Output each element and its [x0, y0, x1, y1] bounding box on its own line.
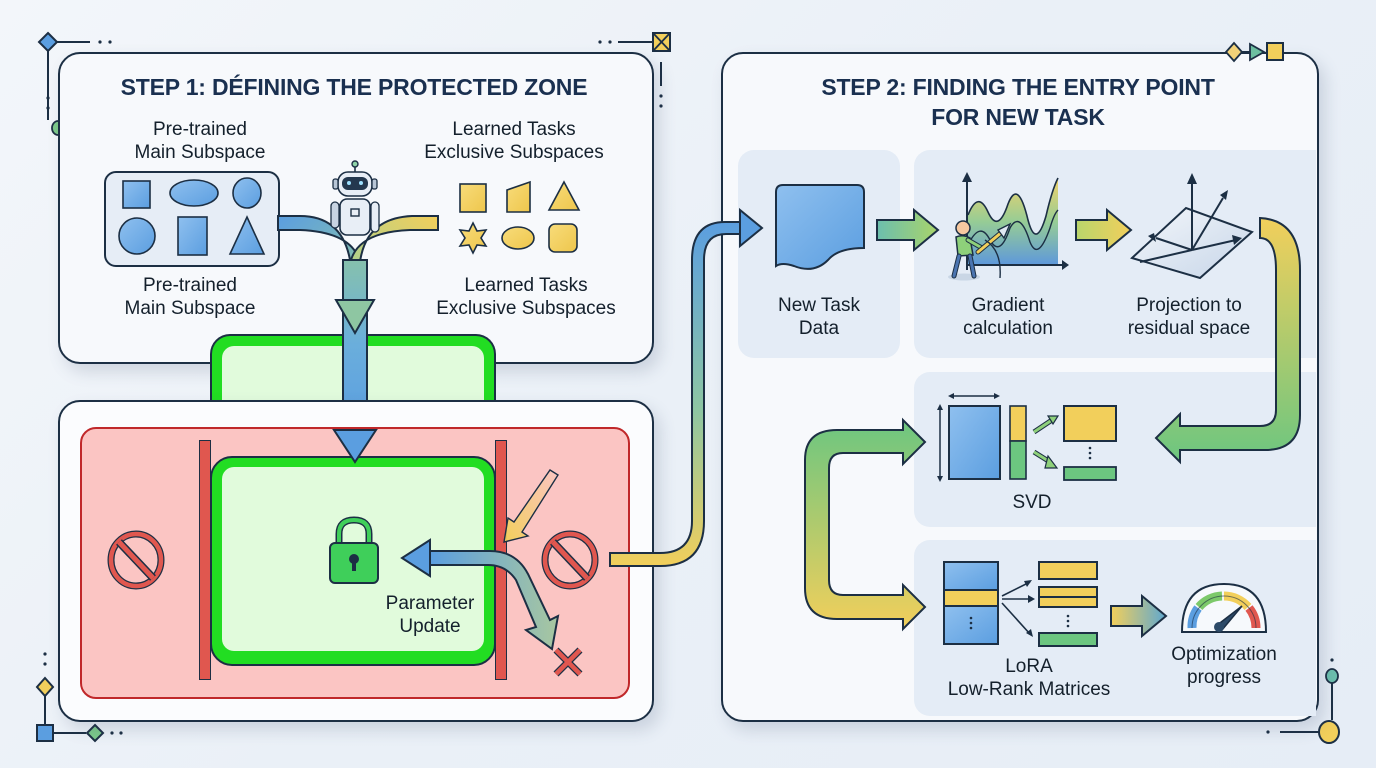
square-shape: [177, 216, 208, 256]
arrow-svd-lora-loop: [804, 417, 927, 632]
arrow-to-optimization: [1110, 593, 1168, 639]
lora-matrix-icon: [943, 561, 1098, 647]
projection-plane-icon: [1130, 173, 1254, 280]
pretrained-label-top: Pre-trained Main Subspace: [134, 119, 266, 163]
ellipse-shape: [501, 226, 535, 250]
trapezoid-shape: [506, 180, 531, 213]
square-shape: [122, 180, 151, 209]
rejected-x-icon: [553, 647, 583, 677]
step1-title: STEP 1: DÉFINING THE PROTECTED ZONE: [120, 74, 588, 100]
gradient-chart-icon: [948, 172, 1069, 281]
corner-decoration-bottom-right: [1266, 658, 1340, 744]
pretrained-label-bottom: Pre-trained Main Subspace: [124, 275, 256, 319]
parameter-update-arrow: [400, 469, 583, 677]
parameter-update-label: Parameter Update: [385, 593, 475, 637]
circle-shape: [232, 177, 262, 209]
square-shape: [459, 183, 487, 213]
new-task-data-label: New Task Data: [777, 295, 860, 339]
arrow-to-projection: [1075, 207, 1133, 253]
triangle-shape: [228, 215, 266, 255]
star-shape: [458, 221, 488, 255]
projection-label: Projection to residual space: [1127, 295, 1251, 339]
gradient-calculation-label: Gradient calculation: [963, 295, 1053, 339]
corner-decoration-bottom-left: [35, 652, 123, 743]
ellipse-shape: [169, 179, 219, 207]
step2-title: STEP 2: FINDING THE ENTRY POINT FOR NEW …: [821, 74, 1215, 130]
learned-tasks-label-bottom: Learned Tasks Exclusive Subspaces: [436, 275, 616, 319]
lock-icon: [329, 516, 379, 584]
triangle-shape: [547, 180, 581, 211]
svd-matrix-icon: [937, 393, 1117, 482]
circle-shape: [118, 217, 156, 255]
optimization-gauge-icon: [1180, 582, 1268, 633]
prohibited-icon-left: [107, 530, 165, 590]
rounded-square-shape: [548, 223, 578, 253]
connector-arrow-step1-to-step2: [609, 207, 764, 567]
optimization-progress-label: Optimization progress: [1171, 644, 1277, 688]
corner-decoration-top-mid: [598, 32, 671, 108]
document-icon: [775, 184, 865, 270]
learned-tasks-label-top: Learned Tasks Exclusive Subspaces: [424, 119, 604, 163]
prohibited-icon-right: [541, 530, 599, 590]
arrow-into-protected-zone: [332, 429, 378, 464]
panel-decoration-shapes: [1224, 41, 1284, 63]
pretrained-shapes: [118, 177, 266, 256]
robot-icon: [330, 160, 380, 236]
lora-label: LoRA Low-Rank Matrices: [947, 656, 1111, 700]
learned-task-shapes: [458, 180, 581, 255]
arrow-projection-to-svd: [1154, 216, 1301, 465]
svd-label: SVD: [1012, 492, 1052, 513]
arrow-to-gradient: [876, 207, 940, 253]
